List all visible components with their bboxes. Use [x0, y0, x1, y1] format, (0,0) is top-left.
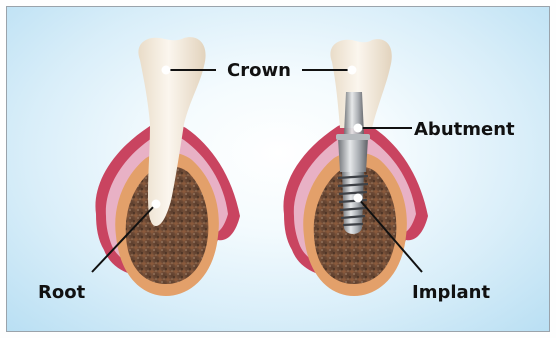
- root-dot: [152, 200, 161, 209]
- abutment: [338, 138, 368, 172]
- crown-dot-left: [162, 66, 171, 75]
- abutment-dot: [354, 124, 363, 133]
- implant-label: Implant: [412, 282, 490, 303]
- natural-tooth-illustration: [95, 37, 240, 296]
- crown-label: Crown: [227, 60, 291, 81]
- crown-dot-right: [348, 66, 357, 75]
- dental-implant-illustration: [283, 39, 428, 296]
- root-label: Root: [38, 282, 86, 303]
- implant-dot: [354, 194, 363, 203]
- abutment-label: Abutment: [414, 119, 515, 140]
